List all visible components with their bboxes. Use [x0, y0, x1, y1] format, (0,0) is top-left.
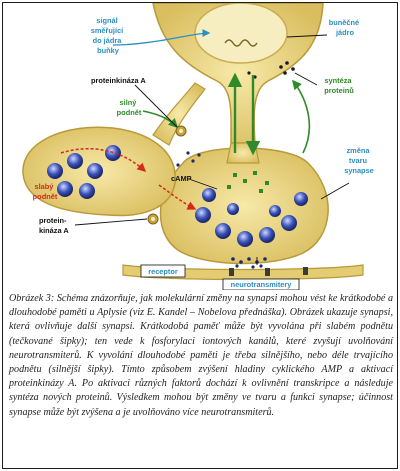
protein-dots: [247, 61, 295, 79]
synapse-diagram: signál směřující do jádra buňky buněčné …: [22, 3, 374, 290]
camp-molecules: [227, 171, 269, 193]
gear-icon: [147, 213, 159, 225]
presynaptic-terminal: [159, 147, 329, 265]
vesicle-icon: [215, 223, 231, 239]
shape-change-pointer: [320, 182, 350, 200]
neurotransmitter-label-box: [222, 278, 300, 290]
pka-bottom-label: protein- kináza A: [39, 216, 69, 235]
dna-strand: [224, 39, 258, 47]
pka-bottom-pointer: [74, 218, 148, 226]
neurotransmitter-label: neurotransmitery: [231, 280, 293, 289]
vesicle-icon: [259, 227, 275, 243]
receptor-label-box: [140, 264, 186, 278]
pka-top-label: proteinkináza A: [91, 76, 146, 85]
caption-text: Obrázek 3: Schéma znázorňuje, jak moleku…: [9, 293, 393, 418]
vesicle-icon: [269, 205, 281, 217]
vesicle-icon: [47, 163, 63, 179]
vesicle-icon: [202, 188, 216, 202]
vesicle-icon: [87, 163, 103, 179]
vesicle-icon: [79, 183, 95, 199]
camp-label: cAMP: [171, 174, 192, 183]
nucleus-label: buněčné jádro: [329, 18, 361, 37]
protein-synthesis-label: syntéza proteinů: [324, 76, 354, 95]
vesicle-icon: [227, 203, 239, 215]
signal-label: signál směřující do jádra buňky: [91, 16, 126, 55]
signal-arrow: [112, 29, 211, 46]
cell-nucleus: [194, 3, 288, 64]
shape-change-label: změna tvaru synapse: [344, 146, 374, 175]
protein-synthesis-pointer: [294, 72, 318, 86]
vesicle-icon: [237, 231, 253, 247]
receptor-label: receptor: [148, 267, 178, 276]
camp-pointer: [188, 178, 218, 190]
vesicle-icon: [294, 192, 308, 206]
nucleus-pointer: [286, 34, 328, 38]
neurotransmitter-dots: [176, 151, 267, 269]
pka-top-pointer: [134, 84, 178, 128]
weak-stimulus-label: slabý podnět: [33, 182, 58, 201]
vesicles-terminal: [195, 188, 308, 247]
gear-icon: [175, 125, 187, 137]
vesicle-icon: [67, 153, 83, 169]
strong-stimulus-label: silný podnět: [117, 98, 142, 117]
vesicle-icon: [57, 181, 73, 197]
green-arrow-icon: [291, 79, 311, 154]
vesicle-icon: [195, 207, 211, 223]
vesicle-icon: [281, 215, 297, 231]
figure-caption: Obrázek 3: Schéma znázorňuje, jak moleku…: [9, 292, 393, 420]
red-dashed-arrow-icon: [60, 147, 147, 173]
